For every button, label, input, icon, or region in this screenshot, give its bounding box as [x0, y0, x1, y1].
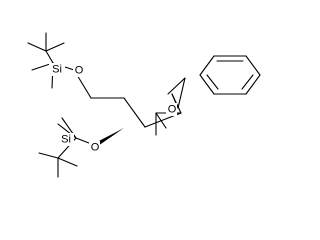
bond — [45, 42, 65, 52]
atom-label-si-top: Si — [52, 64, 62, 76]
bond — [167, 77, 186, 95]
bond — [177, 77, 186, 109]
bond — [199, 74, 215, 95]
stereo-wedge-bond — [95, 128, 124, 148]
gem-dimethyl-group — [155, 112, 182, 136]
aromatic-inner-bond — [241, 74, 254, 90]
benzene-ring — [199, 55, 261, 95]
bond — [27, 42, 47, 52]
atom-label-o-bottom: O — [91, 142, 100, 154]
atom-si-bottom: Si — [58, 133, 74, 146]
tert-butyl-group-bottom — [38, 152, 78, 178]
bond — [245, 55, 261, 76]
tert-butyl-group-top — [27, 32, 65, 64]
atom-o-top: O — [73, 64, 84, 77]
aromatic-inner-bond — [206, 74, 219, 90]
atom-label-o-top: O — [75, 65, 84, 77]
bond — [245, 74, 261, 95]
molecule-structure: Si O O Si O — [27, 32, 261, 178]
atom-o-bottom: O — [89, 141, 100, 154]
atom-label-o-right: O — [168, 104, 177, 116]
bond — [155, 112, 167, 129]
bond — [38, 152, 59, 159]
atom-o-right: O — [166, 103, 177, 116]
bond — [57, 157, 78, 167]
bond — [123, 97, 146, 128]
atom-si-top: Si — [49, 63, 65, 76]
atom-label-si-bottom: Si — [61, 134, 71, 146]
bond — [45, 50, 54, 64]
bond — [199, 55, 215, 76]
